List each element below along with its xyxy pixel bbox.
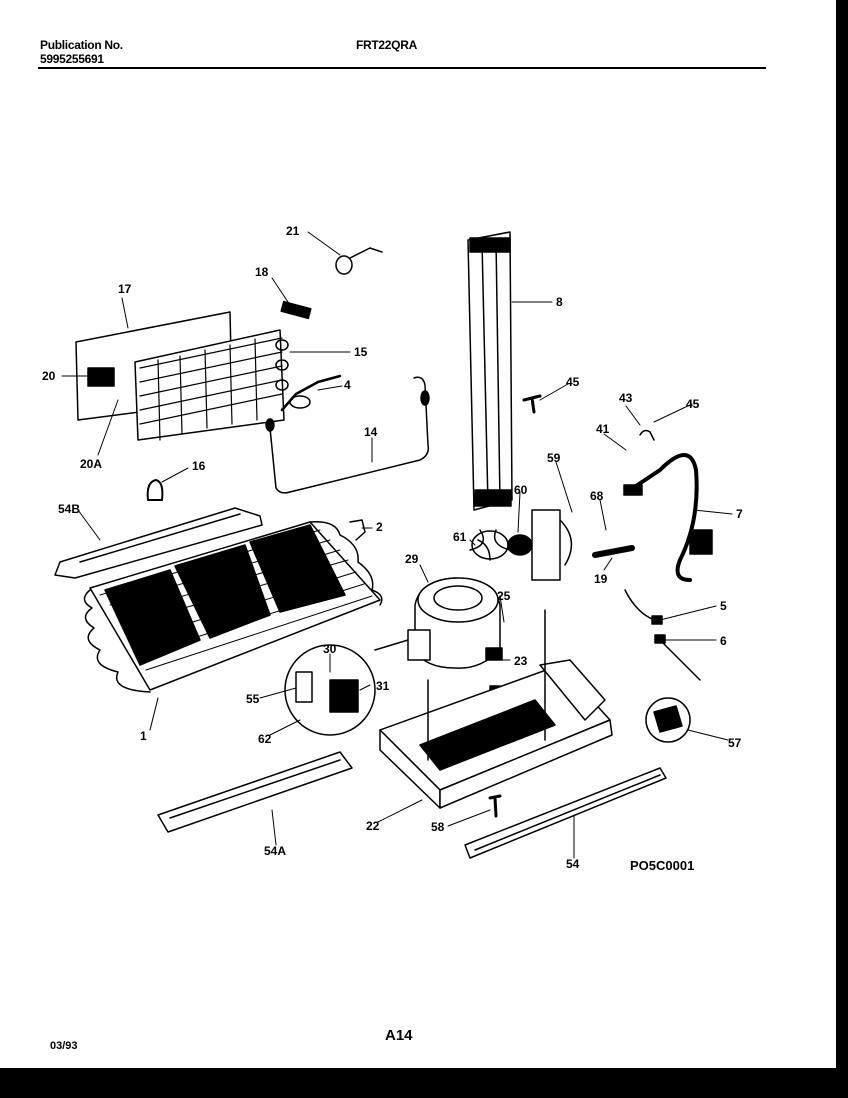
callout-1: 1 [140, 729, 147, 743]
callout-5: 5 [720, 599, 727, 613]
callout-8: 8 [556, 295, 563, 309]
bracket-54a [157, 751, 353, 833]
compressor [407, 577, 503, 701]
scan-edge-right [836, 0, 848, 1098]
dryer-4 [280, 374, 342, 412]
callout-30: 30 [323, 642, 337, 656]
fan-assembly [469, 509, 573, 581]
footer-date: 03/93 [50, 1040, 78, 1052]
power-cord [628, 453, 699, 582]
callout-43: 43 [619, 391, 633, 405]
callout-25: 25 [497, 589, 511, 603]
callout-19: 19 [594, 572, 608, 586]
rail-8 [467, 231, 513, 511]
callout-45-a: 45 [566, 375, 580, 389]
callout-14: 14 [364, 425, 378, 439]
callout-54: 54 [566, 857, 580, 871]
callout-58: 58 [431, 820, 445, 834]
diagram-code: PO5C0001 [630, 858, 695, 873]
callout-60: 60 [514, 483, 528, 497]
callout-4: 4 [344, 378, 351, 392]
callout-18: 18 [255, 265, 269, 279]
scan-edge-bottom [0, 1068, 848, 1098]
header-divider [38, 67, 766, 69]
evaporator-coil [83, 521, 383, 693]
callout-17: 17 [118, 282, 132, 296]
callout-20: 20 [42, 369, 56, 383]
callout-29: 29 [405, 552, 419, 566]
callout-6: 6 [720, 634, 727, 648]
callout-54b: 54B [58, 502, 81, 516]
callout-15: 15 [354, 345, 368, 359]
condenser-assembly [75, 311, 289, 441]
callout-54a: 54A [264, 844, 287, 858]
callout-21: 21 [286, 224, 300, 238]
base-plate [379, 609, 613, 809]
callout-59: 59 [547, 451, 561, 465]
callout-7: 7 [736, 507, 743, 521]
publication-label: Publication No. [40, 38, 123, 52]
model-number: FRT22QRA [356, 38, 417, 52]
callout-55: 55 [246, 692, 260, 706]
callout-2: 2 [376, 520, 383, 534]
footer-page-number: A14 [385, 1027, 413, 1044]
callout-20a: 20A [80, 457, 103, 471]
publication-number: 5995255691 [40, 52, 104, 66]
callout-45-b: 45 [686, 397, 700, 411]
callout-31: 31 [376, 679, 390, 693]
callout-68: 68 [590, 489, 604, 503]
callout-41: 41 [596, 422, 610, 436]
callout-16: 16 [192, 459, 206, 473]
callout-23: 23 [514, 654, 528, 668]
tube-14 [269, 376, 430, 494]
callout-22: 22 [366, 819, 380, 833]
callout-61: 61 [453, 530, 467, 544]
callout-62: 62 [258, 732, 272, 746]
callout-57: 57 [728, 736, 742, 750]
